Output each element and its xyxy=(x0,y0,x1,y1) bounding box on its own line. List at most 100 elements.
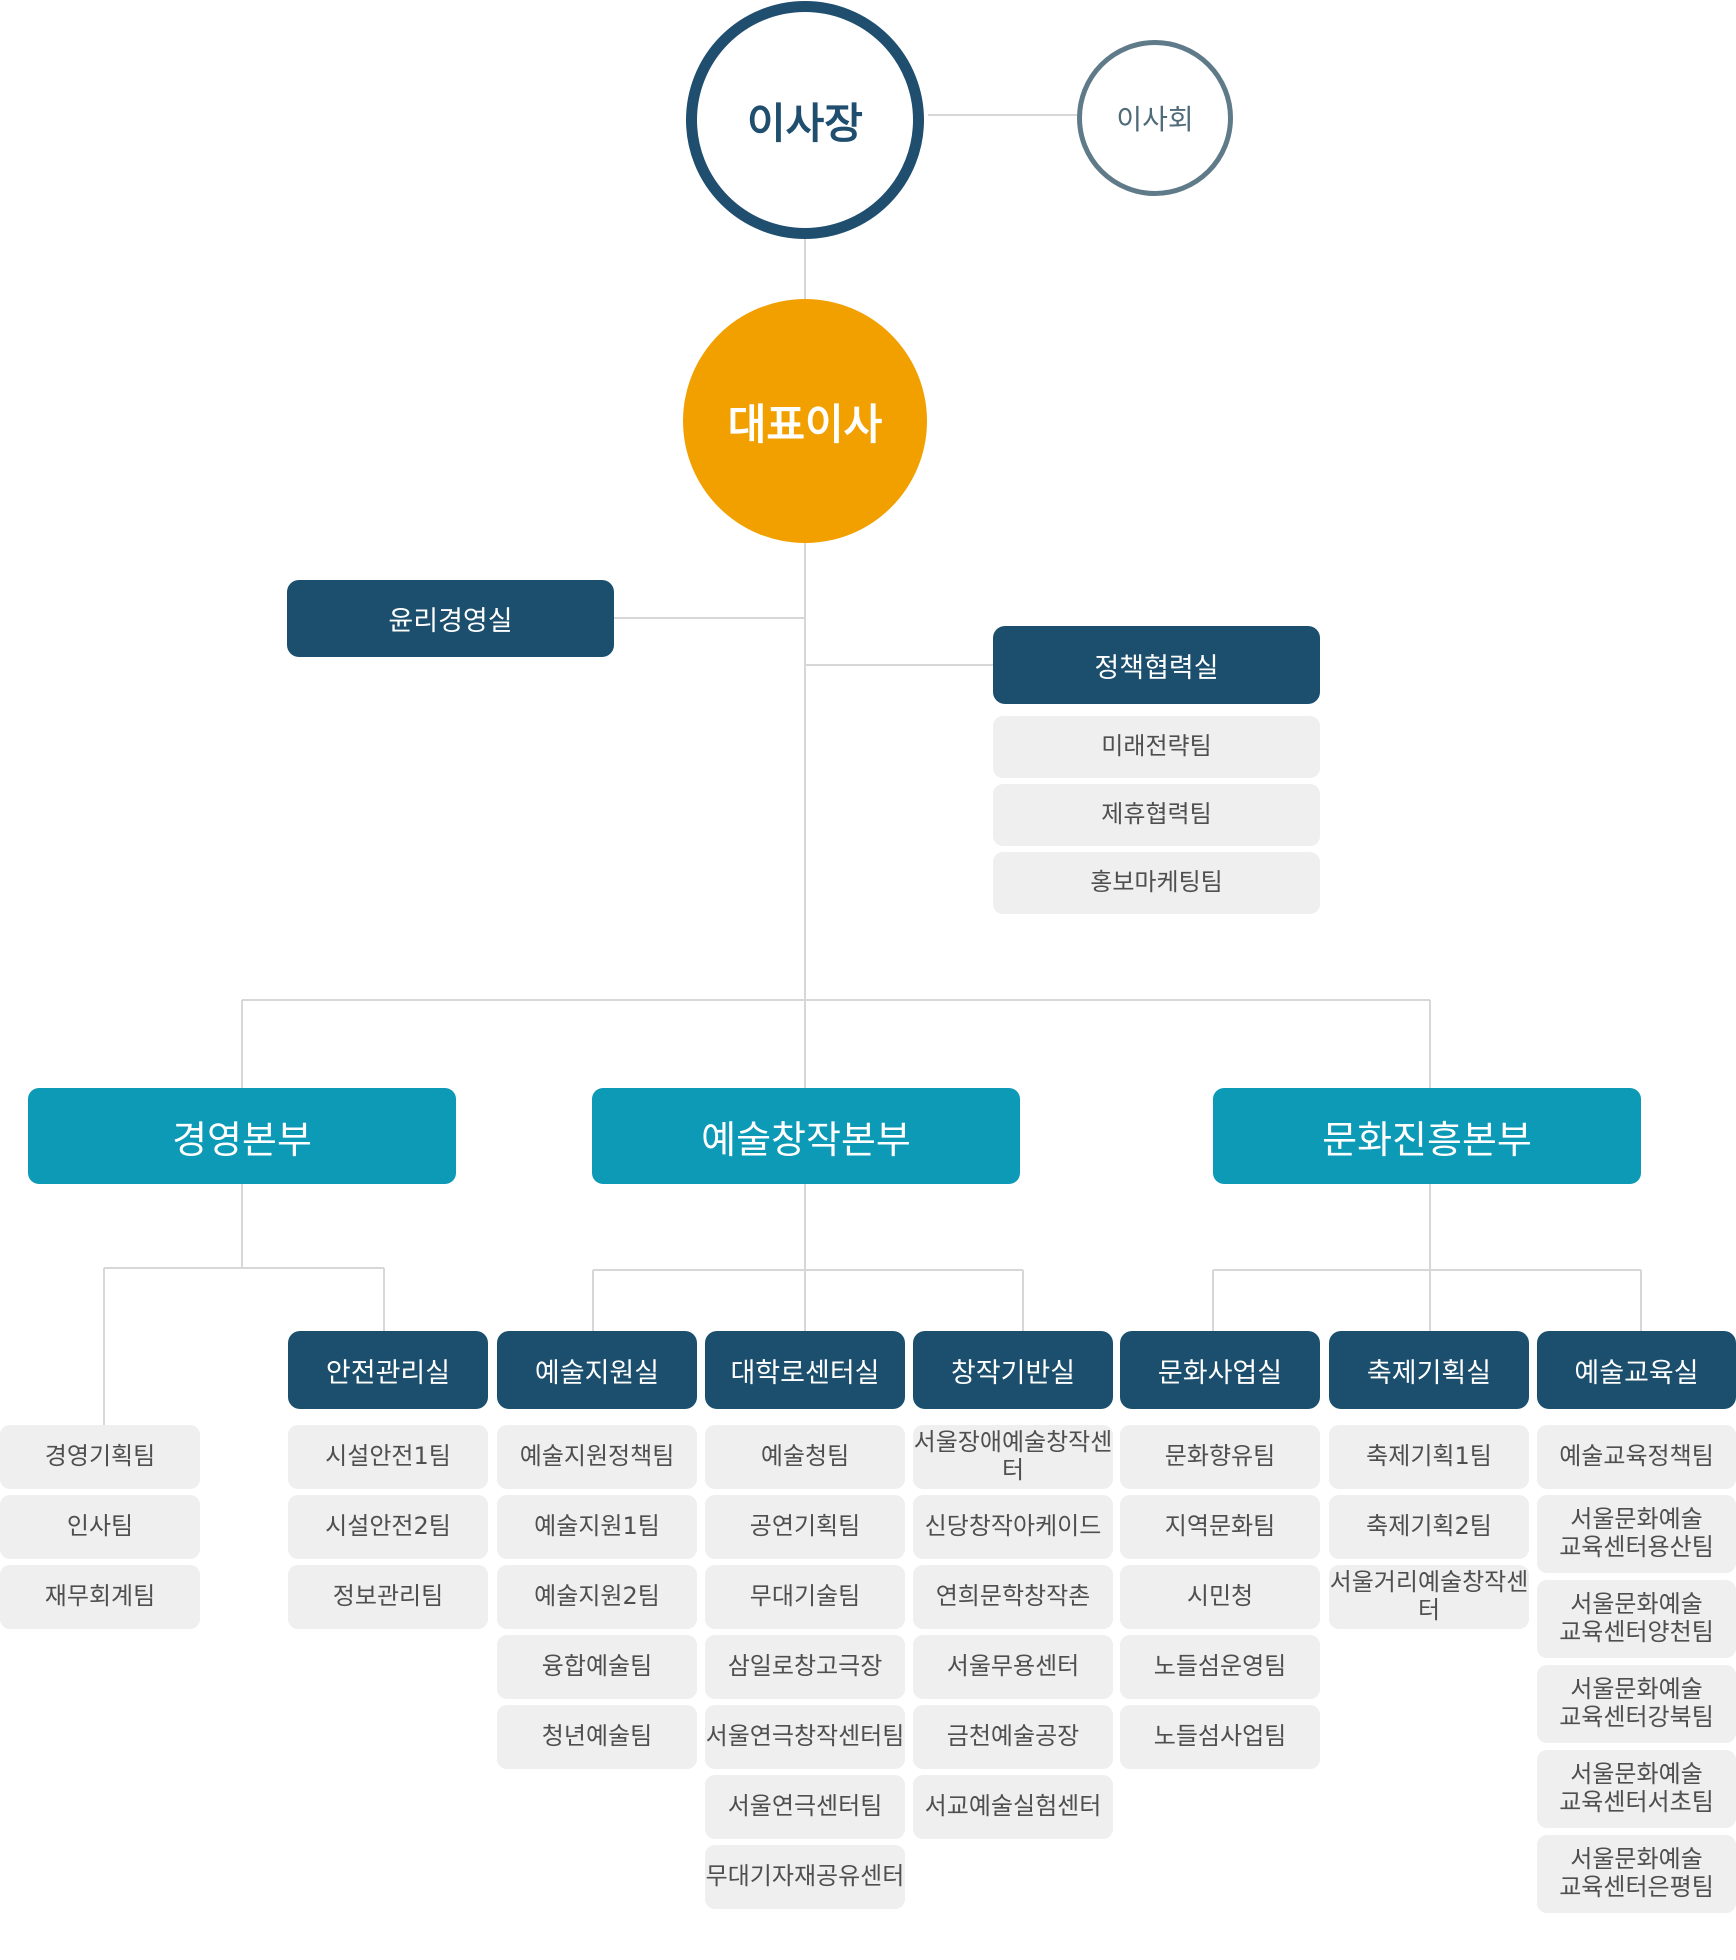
office-label: 문화사업실 xyxy=(1157,1357,1283,1389)
team-box: 예술지원정책팀 xyxy=(497,1425,697,1489)
board-node: 이사회 xyxy=(1077,40,1233,196)
team-box: 서울연극센터팀 xyxy=(705,1775,905,1839)
team-box: 서울문화예술 교육센터은평팀 xyxy=(1537,1835,1736,1913)
office-creation-base: 창작기반실 xyxy=(913,1331,1113,1409)
team-box: 금천예술공장 xyxy=(913,1705,1113,1769)
ethics-office-label: 윤리경영실 xyxy=(388,606,513,637)
team-label: 무대기자재공유센터 xyxy=(705,1862,905,1891)
team-label: 융합예술팀 xyxy=(541,1652,653,1681)
team-box: 서울문화예술 교육센터용산팀 xyxy=(1537,1495,1736,1573)
team-label: 예술지원1팀 xyxy=(534,1512,660,1541)
team-label: 예술교육정책팀 xyxy=(1559,1442,1714,1471)
ceo-node: 대표이사 xyxy=(683,299,927,543)
team-label: 재무회계팀 xyxy=(44,1582,156,1611)
team-box: 서울문화예술 교육센터강북팀 xyxy=(1537,1665,1736,1743)
division-label: 경영본부 xyxy=(172,1117,312,1162)
chair-node: 이사장 xyxy=(686,1,924,239)
ceo-label: 대표이사 xyxy=(727,399,883,449)
team-box: 문화향유팀 xyxy=(1120,1425,1320,1489)
team-label: 서울연극센터팀 xyxy=(727,1792,883,1821)
team-label: 서울문화예술 교육센터서초팀 xyxy=(1559,1760,1714,1816)
team-label: 축제기획2팀 xyxy=(1366,1512,1492,1541)
office-label: 창작기반실 xyxy=(950,1357,1076,1389)
office-culture-business: 문화사업실 xyxy=(1120,1331,1320,1409)
team-label: 신당창작아케이드 xyxy=(924,1512,1102,1541)
team-label: 지역문화팀 xyxy=(1164,1512,1276,1541)
team-label: 정보관리팀 xyxy=(332,1582,444,1611)
office-label: 예술교육실 xyxy=(1574,1357,1699,1389)
policy-team: 미래전략팀 xyxy=(993,716,1320,778)
team-label: 청년예술팀 xyxy=(541,1722,653,1751)
team-box: 서울연극창작센터팀 xyxy=(705,1705,905,1769)
team-box: 시설안전1팀 xyxy=(288,1425,488,1489)
team-box: 예술청팀 xyxy=(705,1425,905,1489)
team-box: 서교예술실험센터 xyxy=(913,1775,1113,1839)
office-label: 안전관리실 xyxy=(325,1357,451,1389)
team-box: 노들섬사업팀 xyxy=(1120,1705,1320,1769)
office-safety-management: 안전관리실 xyxy=(288,1331,488,1409)
team-box: 예술교육정책팀 xyxy=(1537,1425,1736,1489)
team-box: 융합예술팀 xyxy=(497,1635,697,1699)
team-box: 무대기자재공유센터 xyxy=(705,1845,905,1909)
team-label: 시설안전1팀 xyxy=(325,1442,451,1471)
policy-team: 홍보마케팅팀 xyxy=(993,852,1320,914)
team-label: 시민청 xyxy=(1186,1582,1254,1611)
division-management: 경영본부 xyxy=(28,1088,456,1184)
team-label: 예술청팀 xyxy=(760,1442,850,1471)
office-arts-education: 예술교육실 xyxy=(1537,1331,1736,1409)
team-box: 서울거리예술창작센터 xyxy=(1329,1565,1529,1629)
office-label: 축제기획실 xyxy=(1366,1357,1492,1389)
team-label: 노들섬사업팀 xyxy=(1153,1722,1287,1751)
team-label: 서울문화예술 교육센터은평팀 xyxy=(1559,1845,1714,1901)
division-culture-promotion: 문화진흥본부 xyxy=(1213,1088,1641,1184)
team-label: 시설안전2팀 xyxy=(325,1512,451,1541)
division-arts-creation: 예술창작본부 xyxy=(592,1088,1020,1184)
team-label: 경영기획팀 xyxy=(44,1442,156,1471)
policy-office-label: 정책협력실 xyxy=(1094,652,1219,684)
policy-team-label: 미래전략팀 xyxy=(1101,732,1212,761)
team-box: 청년예술팀 xyxy=(497,1705,697,1769)
team-box: 서울문화예술 교육센터양천팀 xyxy=(1537,1580,1736,1658)
team-label: 노들섬운영팀 xyxy=(1153,1652,1287,1681)
team-box: 경영기획팀 xyxy=(0,1425,200,1489)
team-box: 연희문학창작촌 xyxy=(913,1565,1113,1629)
team-label: 서울문화예술 교육센터용산팀 xyxy=(1559,1505,1714,1561)
team-box: 축제기획1팀 xyxy=(1329,1425,1529,1489)
chair-label: 이사장 xyxy=(747,98,863,148)
team-label: 서울무용센터 xyxy=(946,1652,1080,1681)
team-label: 삼일로창고극장 xyxy=(727,1652,883,1681)
team-label: 무대기술팀 xyxy=(749,1582,861,1611)
team-label: 공연기획팀 xyxy=(749,1512,861,1541)
policy-team-label: 제휴협력팀 xyxy=(1101,800,1212,829)
team-box: 공연기획팀 xyxy=(705,1495,905,1559)
ethics-office-node: 윤리경영실 xyxy=(287,580,614,657)
team-label: 인사팀 xyxy=(66,1512,134,1541)
office-label: 대학로센터실 xyxy=(730,1357,880,1389)
team-box: 서울무용센터 xyxy=(913,1635,1113,1699)
team-box: 시설안전2팀 xyxy=(288,1495,488,1559)
division-label: 문화진흥본부 xyxy=(1322,1117,1532,1162)
team-label: 연희문학창작촌 xyxy=(935,1582,1091,1611)
team-label: 서울문화예술 교육센터강북팀 xyxy=(1559,1675,1714,1731)
team-box: 노들섬운영팀 xyxy=(1120,1635,1320,1699)
team-label: 예술지원정책팀 xyxy=(519,1442,675,1471)
policy-office-node: 정책협력실 xyxy=(993,626,1320,704)
team-label: 예술지원2팀 xyxy=(534,1582,660,1611)
team-label: 서울거리예술창작센터 xyxy=(1329,1568,1529,1624)
board-label: 이사회 xyxy=(1116,103,1194,136)
team-box: 삼일로창고극장 xyxy=(705,1635,905,1699)
office-festival-planning: 축제기획실 xyxy=(1329,1331,1529,1409)
division-label: 예술창작본부 xyxy=(701,1117,911,1162)
team-box: 인사팀 xyxy=(0,1495,200,1559)
team-box: 예술지원2팀 xyxy=(497,1565,697,1629)
team-label: 서교예술실험센터 xyxy=(924,1792,1102,1821)
office-arts-support: 예술지원실 xyxy=(497,1331,697,1409)
office-daehangno-center: 대학로센터실 xyxy=(705,1331,905,1409)
team-label: 축제기획1팀 xyxy=(1366,1442,1492,1471)
team-box: 서울문화예술 교육센터서초팀 xyxy=(1537,1750,1736,1828)
team-box: 지역문화팀 xyxy=(1120,1495,1320,1559)
team-box: 정보관리팀 xyxy=(288,1565,488,1629)
team-box: 예술지원1팀 xyxy=(497,1495,697,1559)
team-label: 서울연극창작센터팀 xyxy=(705,1722,905,1751)
